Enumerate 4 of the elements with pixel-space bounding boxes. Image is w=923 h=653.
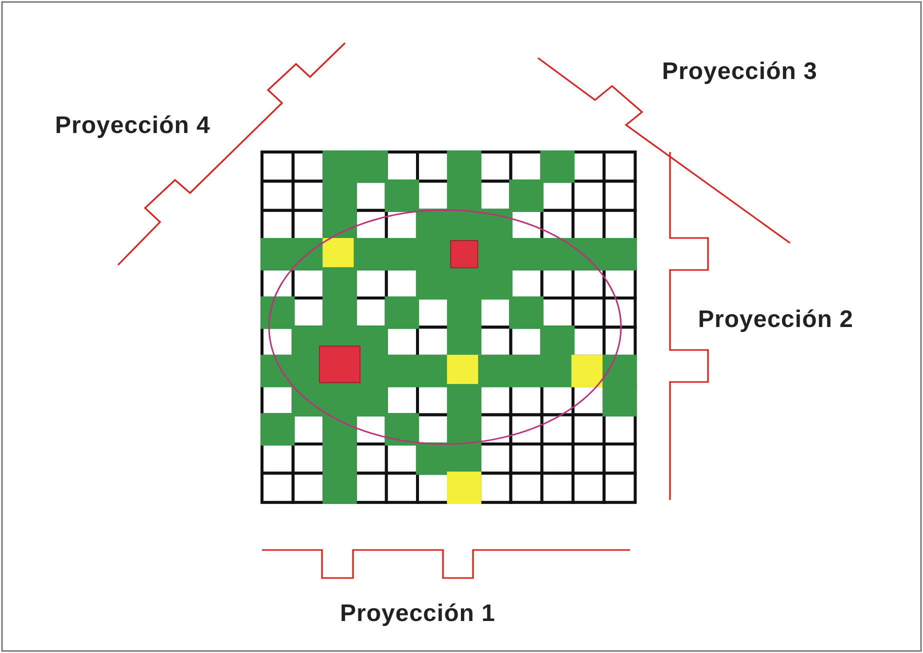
projection-label: Proyección 1 xyxy=(340,600,496,628)
projection-label: Proyección 4 xyxy=(55,112,210,140)
projection-label: Proyección 3 xyxy=(662,58,818,86)
projection-label: Proyección 2 xyxy=(698,306,854,334)
